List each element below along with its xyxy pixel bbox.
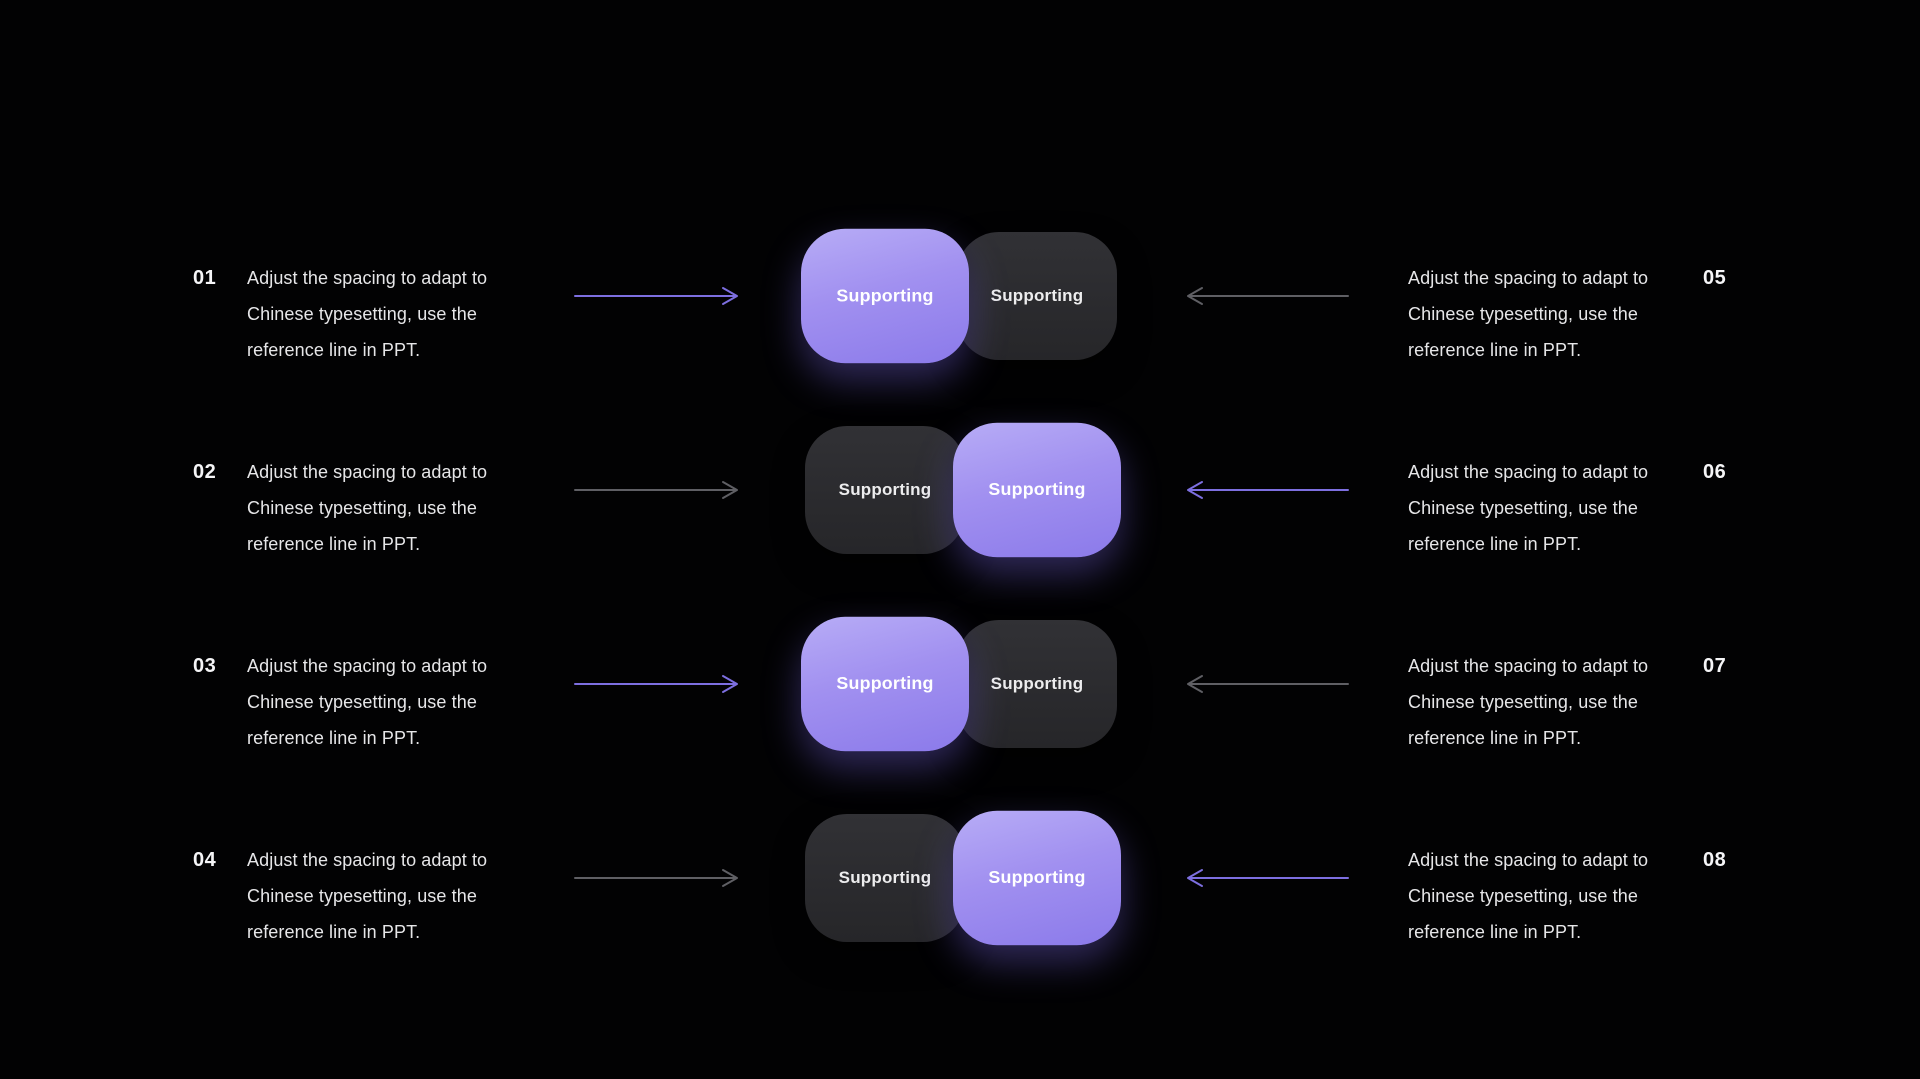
- arrow-left-icon: [1187, 675, 1349, 693]
- tile-left-label: Supporting: [836, 285, 934, 306]
- tile-left-label: Supporting: [836, 673, 934, 694]
- tile-left: Supporting: [805, 426, 965, 554]
- arrow-right-icon: [574, 869, 738, 887]
- left-number: 01: [193, 267, 217, 289]
- row-1: 01 Adjust the spacing to adapt to Chines…: [0, 199, 1920, 393]
- row-4: 04 Adjust the spacing to adapt to Chines…: [0, 781, 1920, 975]
- tile-left-label: Supporting: [838, 868, 932, 887]
- tile-right: Supporting: [957, 620, 1117, 748]
- tile-pair: Supporting Supporting: [801, 614, 1117, 754]
- right-number: 07: [1703, 655, 1727, 677]
- tile-right-label: Supporting: [988, 479, 1086, 500]
- tile-pair: Supporting Supporting: [801, 226, 1117, 366]
- left-description: Adjust the spacing to adapt to Chinese t…: [247, 850, 488, 942]
- left-number: 02: [193, 461, 217, 483]
- tile-right: Supporting: [953, 422, 1121, 558]
- right-description: Adjust the spacing to adapt to Chinese t…: [1408, 268, 1649, 360]
- tile-right-label: Supporting: [990, 286, 1084, 305]
- left-number: 04: [193, 849, 217, 871]
- right-number: 05: [1703, 267, 1727, 289]
- tile-left-label: Supporting: [838, 480, 932, 499]
- tile-right-label: Supporting: [990, 674, 1084, 693]
- tile-left: Supporting: [805, 814, 965, 942]
- right-description: Adjust the spacing to adapt to Chinese t…: [1408, 656, 1649, 748]
- left-description: Adjust the spacing to adapt to Chinese t…: [247, 656, 488, 748]
- left-description: Adjust the spacing to adapt to Chinese t…: [247, 462, 488, 554]
- right-number: 08: [1703, 849, 1727, 871]
- right-description: Adjust the spacing to adapt to Chinese t…: [1408, 462, 1649, 554]
- tile-pair: Supporting Supporting: [805, 420, 1121, 560]
- left-description: Adjust the spacing to adapt to Chinese t…: [247, 268, 488, 360]
- right-number: 06: [1703, 461, 1727, 483]
- tile-left: Supporting: [801, 228, 969, 364]
- arrow-right-icon: [574, 287, 738, 305]
- right-description: Adjust the spacing to adapt to Chinese t…: [1408, 850, 1649, 942]
- arrow-left-icon: [1187, 287, 1349, 305]
- tile-right-label: Supporting: [988, 867, 1086, 888]
- arrow-left-icon: [1187, 869, 1349, 887]
- arrow-right-icon: [574, 481, 738, 499]
- row-2: 02 Adjust the spacing to adapt to Chines…: [0, 393, 1920, 587]
- tile-right: Supporting: [953, 810, 1121, 946]
- left-number: 03: [193, 655, 217, 677]
- row-3: 03 Adjust the spacing to adapt to Chines…: [0, 587, 1920, 781]
- tile-pair: Supporting Supporting: [805, 808, 1121, 948]
- arrow-right-icon: [574, 675, 738, 693]
- arrow-left-icon: [1187, 481, 1349, 499]
- tile-left: Supporting: [801, 616, 969, 752]
- tile-right: Supporting: [957, 232, 1117, 360]
